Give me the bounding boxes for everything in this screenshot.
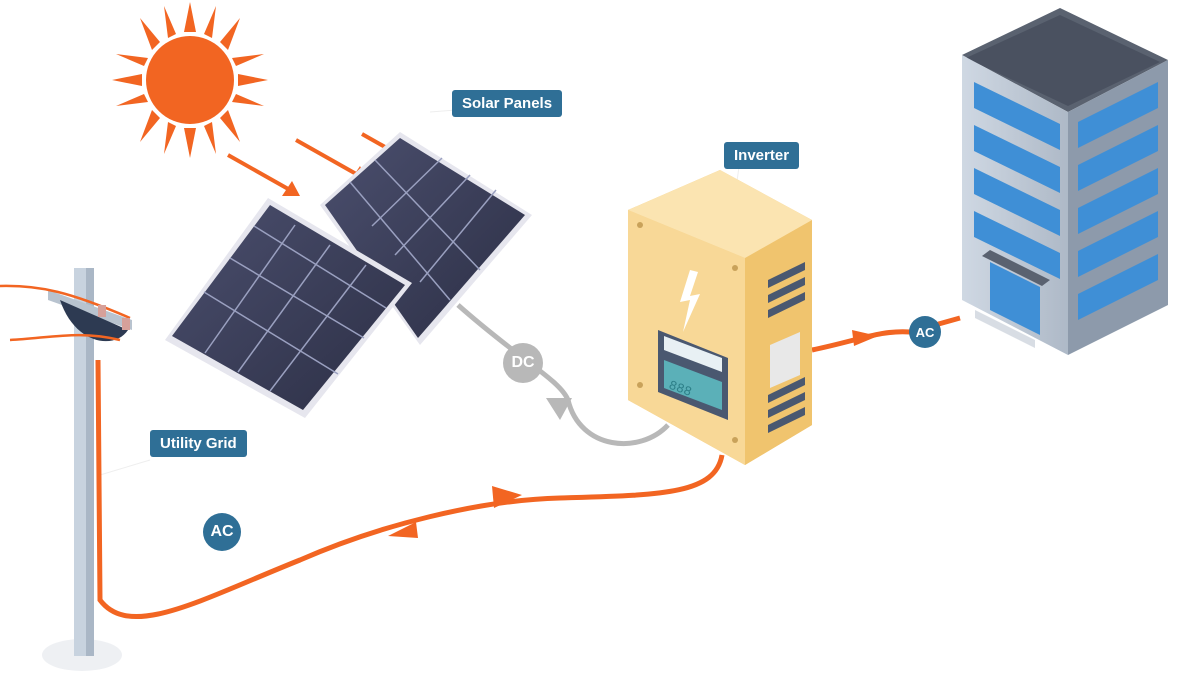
ac-line-grid bbox=[95, 359, 725, 620]
utility-pole bbox=[0, 268, 132, 671]
ac-badge-grid: AC bbox=[203, 513, 241, 551]
solar-panel-back bbox=[320, 132, 532, 345]
sun-icon bbox=[112, 2, 268, 158]
office-building bbox=[962, 8, 1168, 355]
ac-badge-building: AC bbox=[909, 316, 941, 348]
solar-panels-label: Solar Panels bbox=[452, 90, 563, 117]
dc-arrow bbox=[546, 398, 572, 420]
solar-panel-front bbox=[165, 198, 412, 418]
inverter-unit: 888 bbox=[628, 170, 812, 465]
ac-arrow-left bbox=[388, 522, 418, 538]
ac-arrow-right bbox=[492, 486, 522, 508]
inverter-label: Inverter bbox=[724, 142, 800, 169]
dc-badge: DC bbox=[503, 343, 543, 383]
lightning-icon bbox=[680, 270, 700, 332]
utility-grid-label: Utility Grid bbox=[150, 430, 247, 457]
ac-arrow-building bbox=[852, 330, 878, 346]
